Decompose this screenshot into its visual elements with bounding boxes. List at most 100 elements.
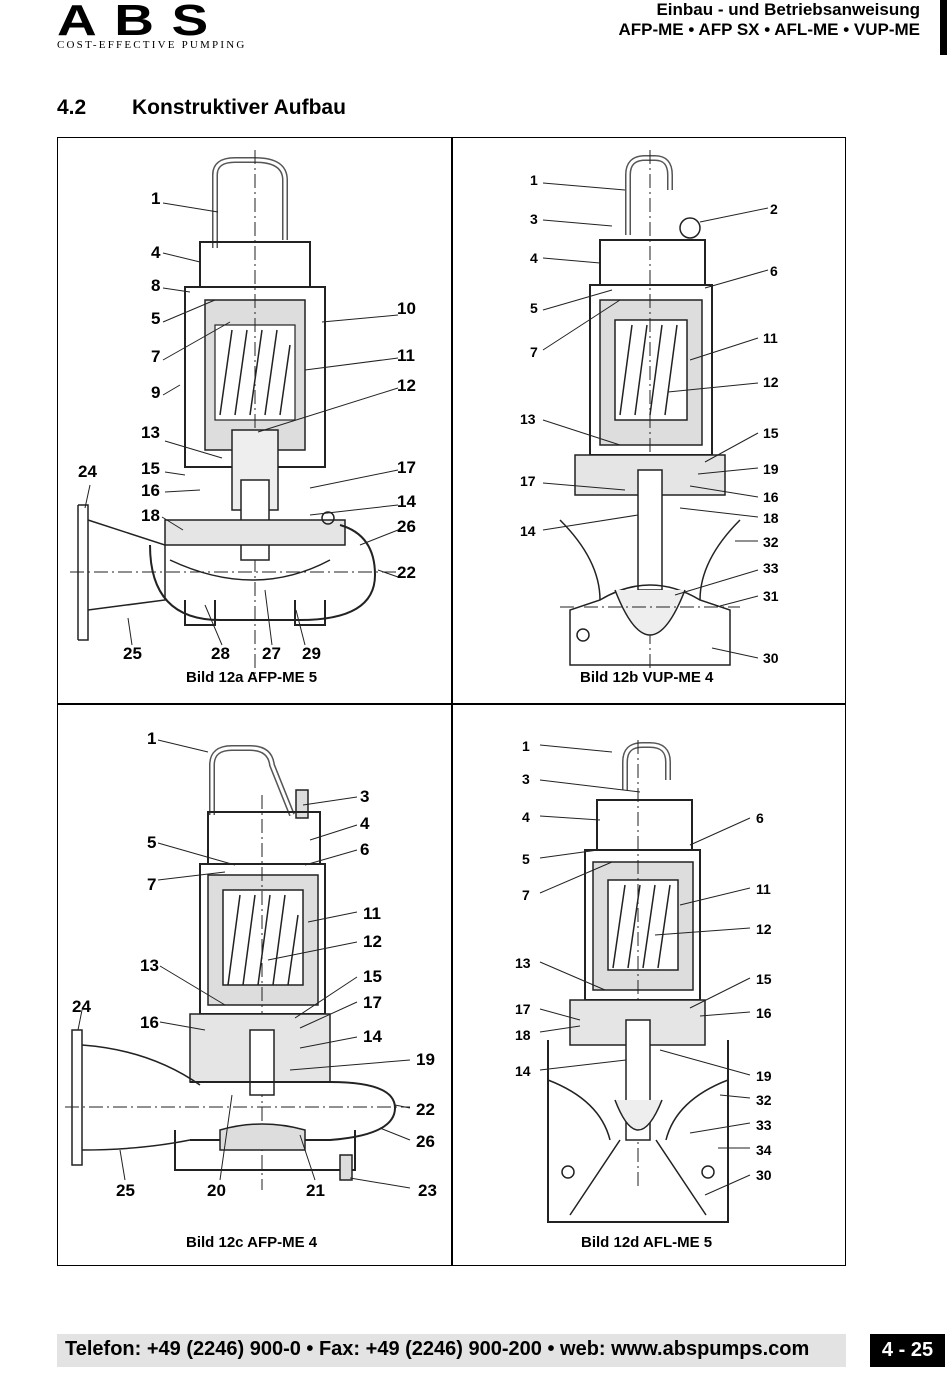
part-label: 15	[763, 425, 779, 441]
part-label: 11	[397, 346, 415, 365]
part-label: 14	[520, 523, 536, 539]
part-label: 2	[770, 201, 778, 217]
section-title: Konstruktiver Aufbau	[132, 96, 346, 119]
part-label: 5	[151, 309, 161, 328]
part-label: 11	[363, 904, 381, 923]
part-label: 13	[520, 411, 536, 427]
part-label: 17	[397, 458, 416, 477]
leaders-afp-me-5	[84, 202, 399, 646]
footer-contact-bar: Telefon: +49 (2246) 900-0 • Fax: +49 (22…	[57, 1334, 846, 1367]
part-label: 16	[140, 1013, 159, 1032]
part-label: 7	[151, 347, 161, 366]
part-label: 10	[397, 299, 416, 318]
part-label: 1	[147, 729, 157, 748]
part-label: 33	[763, 560, 779, 576]
leaders-afp-me-4	[77, 739, 411, 1189]
part-label: 12	[397, 376, 416, 395]
part-label: 6	[756, 810, 764, 826]
footer-contact: Telefon: +49 (2246) 900-0 • Fax: +49 (22…	[65, 1338, 810, 1360]
part-label: 16	[756, 1005, 772, 1021]
part-label: 4	[530, 250, 538, 266]
brand-logo: ABS COST-EFFECTIVE PUMPING	[57, 0, 269, 51]
part-label: 13	[515, 955, 531, 971]
part-label: 11	[763, 330, 778, 346]
part-label: 14	[515, 1063, 531, 1079]
part-label: 15	[363, 967, 382, 986]
part-label: 32	[756, 1092, 772, 1108]
part-label: 18	[763, 510, 779, 526]
part-label: 30	[763, 650, 779, 666]
figure-caption: Bild 12a AFP-ME 5	[186, 669, 318, 686]
part-label: 34	[756, 1142, 772, 1158]
part-label: 28	[211, 644, 230, 663]
part-label: 3	[360, 787, 370, 806]
part-label: 17	[363, 993, 382, 1012]
part-label: 5	[530, 300, 538, 316]
figure-caption: Bild 12c AFP-ME 4	[186, 1234, 318, 1251]
header-title: Einbau - und Betriebsanweisung	[656, 0, 920, 19]
part-label: 12	[363, 932, 382, 951]
part-label: 23	[418, 1181, 437, 1200]
part-label: 8	[151, 276, 161, 295]
part-label: 4	[522, 809, 530, 825]
part-label: 30	[756, 1167, 772, 1183]
part-label: 13	[141, 423, 160, 442]
drawing-vup-me-4	[559, 150, 741, 670]
part-label: 1	[530, 172, 538, 188]
part-label: 5	[147, 833, 157, 852]
part-label: 32	[763, 534, 779, 550]
document-header: Einbau - und Betriebsanweisung AFP-ME • …	[618, 0, 920, 40]
part-label: 26	[416, 1132, 435, 1151]
part-label: 4	[151, 243, 161, 262]
grid-divider-horizontal	[57, 703, 846, 705]
part-label: 1	[522, 738, 530, 754]
part-label: 7	[522, 887, 530, 903]
part-label: 17	[520, 473, 536, 489]
part-label: 19	[756, 1068, 772, 1084]
part-label: 31	[763, 588, 779, 604]
header-models: AFP-ME • AFP SX • AFL-ME • VUP-ME	[618, 20, 920, 39]
part-label: 4	[360, 814, 370, 833]
part-label: 19	[763, 461, 779, 477]
drawing-afp-me-5	[70, 150, 400, 680]
part-label: 16	[763, 489, 779, 505]
part-label: 26	[397, 517, 416, 536]
figure-caption: Bild 12d AFL-ME 5	[581, 1234, 713, 1251]
part-label: 12	[763, 374, 779, 390]
part-label: 21	[306, 1181, 325, 1200]
part-label: 5	[522, 851, 530, 867]
part-label: 18	[515, 1027, 531, 1043]
drawing-afl-me-5	[547, 740, 729, 1223]
part-label: 17	[515, 1001, 531, 1017]
part-label: 15	[141, 459, 160, 478]
grid-divider-vertical	[451, 137, 453, 1266]
brand-name: ABS	[57, 0, 226, 45]
header-bar	[940, 0, 947, 55]
section-number: 4.2	[57, 96, 87, 119]
part-label: 9	[151, 383, 161, 402]
part-label: 20	[207, 1181, 226, 1200]
leaders-afl-me-5	[539, 744, 751, 1196]
brand-tagline: COST-EFFECTIVE PUMPING	[57, 39, 247, 51]
part-label: 33	[756, 1117, 772, 1133]
part-label: 18	[141, 506, 160, 525]
leaders-vup-me-4	[542, 182, 769, 659]
part-label: 24	[72, 997, 91, 1016]
part-label: 6	[360, 840, 370, 859]
part-label: 1	[151, 189, 161, 208]
section-heading: 4.2 Konstruktiver Aufbau	[57, 96, 346, 120]
part-label: 19	[416, 1050, 435, 1069]
part-label: 3	[530, 211, 538, 227]
part-label: 11	[756, 881, 771, 897]
part-label: 14	[363, 1027, 382, 1046]
part-label: 29	[302, 644, 321, 663]
part-label: 22	[397, 563, 416, 582]
part-label: 24	[78, 462, 97, 481]
part-label: 14	[397, 492, 416, 511]
part-label: 25	[123, 644, 142, 663]
drawing-afp-me-4	[65, 745, 410, 1190]
page-number: 4 - 25	[870, 1334, 945, 1367]
part-label: 3	[522, 771, 530, 787]
part-label: 7	[147, 875, 157, 894]
part-label: 25	[116, 1181, 135, 1200]
